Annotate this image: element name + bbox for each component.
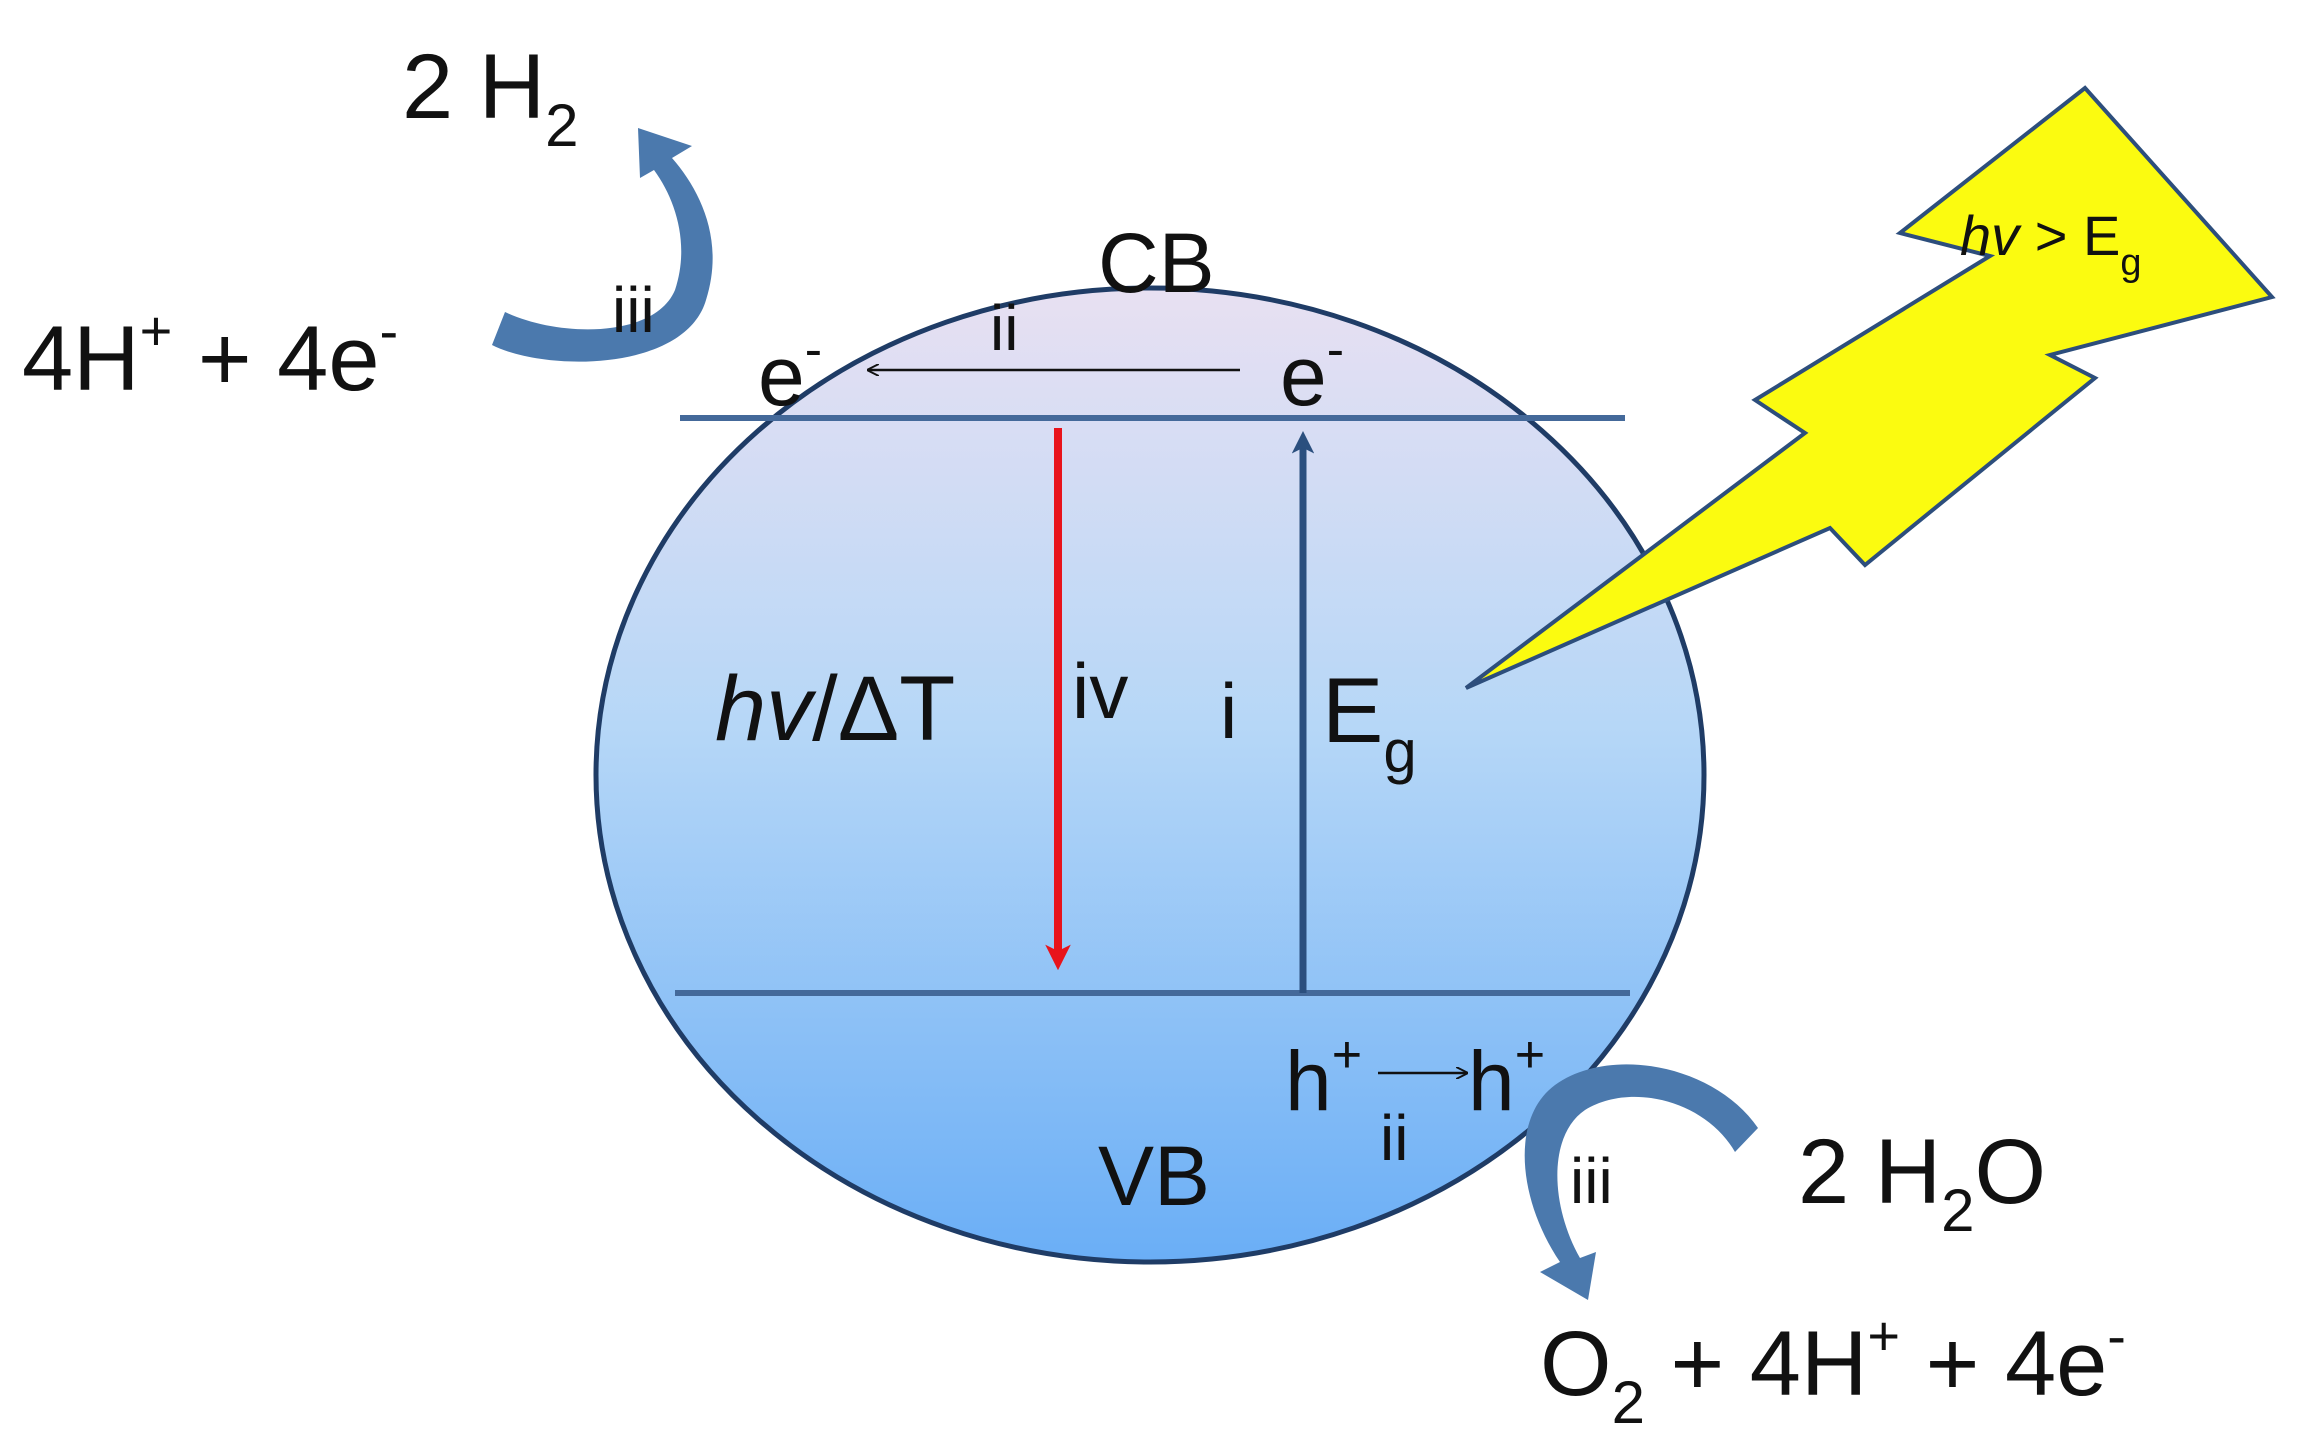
hole-right-label: h+ bbox=[1468, 1026, 1545, 1128]
light-lightning-bolt bbox=[1464, 85, 2276, 690]
step-recombination-label: iv bbox=[1072, 647, 1128, 735]
step-reaction-vb-label: iii bbox=[1570, 1145, 1613, 1217]
step-reaction-cb-label: iii bbox=[612, 274, 655, 346]
step-migration-vb-label: ii bbox=[1380, 1102, 1408, 1174]
conduction-band-label: CB bbox=[1098, 216, 1215, 310]
reduction-reaction-arrow bbox=[492, 128, 713, 362]
oxidation-reactant-label: 2 H2O bbox=[1798, 1121, 2046, 1244]
semiconductor-particle bbox=[593, 285, 1707, 1265]
light-energy-label: hv > Eg bbox=[1960, 204, 2141, 284]
electron-left-label: e- bbox=[758, 321, 822, 423]
oxidation-product-label: O2 + 4H+ + 4e- bbox=[1540, 1304, 2126, 1436]
reduction-product-label: 2 H2 bbox=[402, 36, 579, 159]
valence-band-label: VB bbox=[1098, 1129, 1210, 1223]
step-migration-cb-label: ii bbox=[990, 292, 1018, 364]
oxidation-reaction-arrow bbox=[1524, 1064, 1758, 1300]
step-excitation-label: i bbox=[1220, 667, 1237, 755]
reduction-reactant-label: 4H+ + 4e- bbox=[22, 299, 398, 410]
hole-left-label: h+ bbox=[1285, 1026, 1362, 1128]
band-gap-label: Eg bbox=[1322, 660, 1417, 785]
electron-right-label: e- bbox=[1280, 321, 1344, 423]
recombination-energy-label: hv/ΔT bbox=[715, 658, 955, 760]
